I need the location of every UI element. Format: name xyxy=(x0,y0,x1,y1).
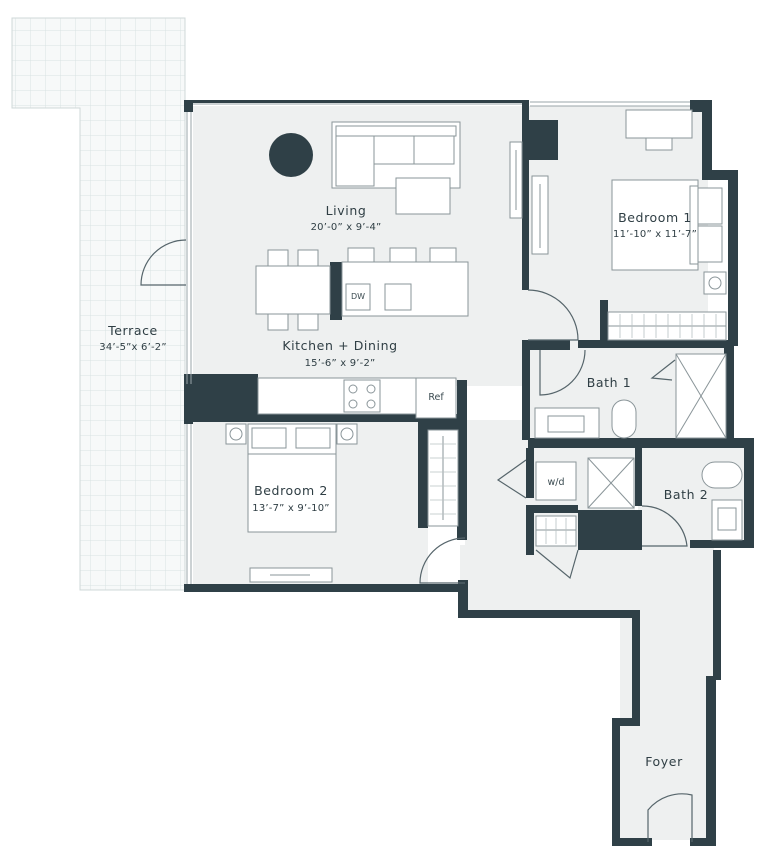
room-labels: Living 20’-0” x 9’-4” Kitchen + Dining 1… xyxy=(99,203,709,769)
bedroom1-name: Bedroom 1 xyxy=(618,210,692,225)
bedroom1-desk xyxy=(625,109,693,139)
terrace-dims: 34’-5”x 6’-2” xyxy=(99,342,166,353)
living-dims: 20’-0” x 9’-4” xyxy=(311,222,382,233)
bedroom2-name: Bedroom 2 xyxy=(254,483,328,498)
dining-table xyxy=(255,265,331,315)
terrace-name: Terrace xyxy=(107,323,158,338)
refrigerator xyxy=(415,377,457,419)
kitchen-name: Kitchen + Dining xyxy=(282,338,397,353)
washer-dryer-label: w/d xyxy=(547,477,564,488)
kitchen-counter xyxy=(257,377,417,415)
foyer-name: Foyer xyxy=(645,754,683,769)
ref-label: Ref xyxy=(428,392,444,403)
round-table xyxy=(269,133,313,177)
walls xyxy=(184,100,754,846)
kitchen-dims: 15’-6” x 9’-2” xyxy=(305,358,376,369)
living-name: Living xyxy=(326,203,367,218)
coffee-table xyxy=(395,177,451,215)
bedroom1-bed xyxy=(611,179,699,271)
cooktop xyxy=(343,379,381,413)
bedroom1-dims: 11’-10” x 11’-7” xyxy=(613,229,697,240)
windows xyxy=(186,101,690,584)
bath2-name: Bath 2 xyxy=(664,487,709,502)
bath2-vanity xyxy=(711,499,743,541)
bedroom2-dims: 13’-7” x 9’-10” xyxy=(252,503,329,514)
closet-hatching xyxy=(430,314,717,544)
dw-label: DW xyxy=(351,292,365,301)
doors xyxy=(140,239,693,842)
bath1-name: Bath 1 xyxy=(587,375,632,390)
washer-dryer xyxy=(535,461,577,501)
bath2-toilet xyxy=(701,461,743,489)
terrace xyxy=(11,17,186,591)
bath1-toilet xyxy=(611,399,637,439)
furniture xyxy=(225,109,743,583)
